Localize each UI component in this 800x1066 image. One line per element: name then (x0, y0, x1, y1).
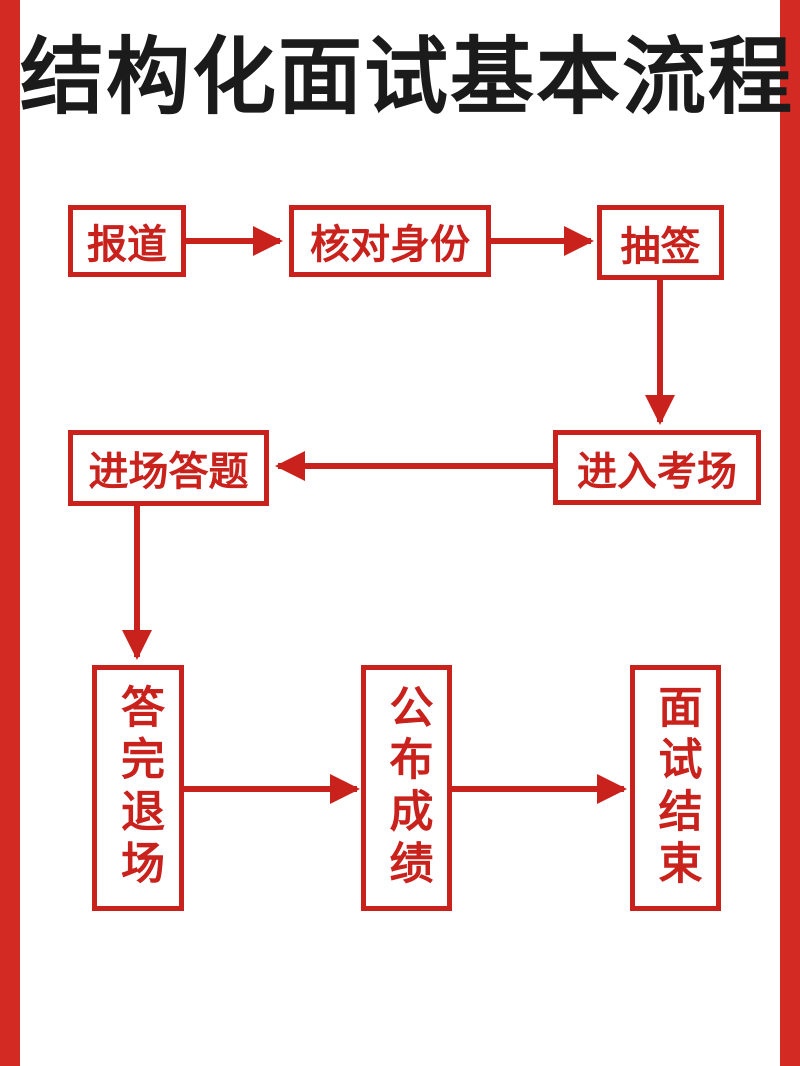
node-answer: 进场答题 (68, 430, 269, 506)
left-border (0, 0, 20, 1066)
node-finish-exit: 答完退场 (92, 665, 184, 911)
right-border (780, 0, 800, 1066)
node-end: 面试结束 (630, 665, 721, 911)
node-enter-room: 进入考场 (553, 430, 761, 505)
node-draw-lots: 抽签 (597, 205, 724, 280)
node-report: 报道 (68, 205, 186, 277)
node-verify-id: 核对身份 (289, 205, 491, 277)
page-title: 结构化面试基本流程 (20, 28, 795, 126)
node-announce: 公布成绩 (361, 665, 452, 911)
